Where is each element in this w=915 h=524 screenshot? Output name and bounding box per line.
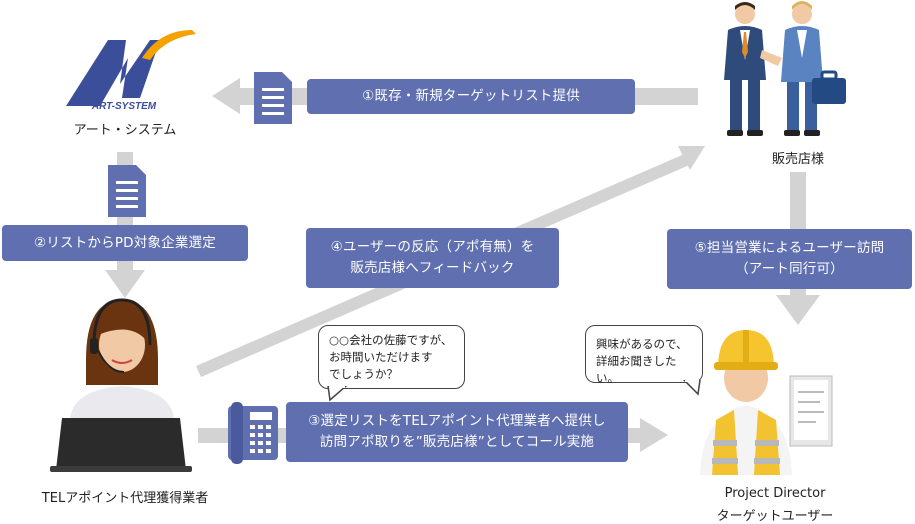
step5-text-line1: ⑤担当営業によるユーザー訪問 bbox=[694, 240, 885, 256]
phone-icon bbox=[228, 402, 278, 464]
caller-bubble-line2: お時間いただけます bbox=[329, 350, 433, 364]
logo-wordmark: ART-SYSTEM bbox=[91, 101, 157, 112]
step3-text-line1: ③選定リストをTELアポイント代理業者へ提供し bbox=[308, 413, 606, 429]
step5-box: ⑤担当営業によるユーザー訪問 （アート同行可） bbox=[667, 229, 912, 289]
target-user-label: ターゲットユーザー bbox=[716, 509, 834, 524]
user-bubble-tail bbox=[682, 380, 701, 396]
step4-text-line2: 販売店様へフィードバック bbox=[350, 260, 515, 276]
caller-bubble-line3: でしょうか？ bbox=[329, 367, 398, 381]
dealer-label: 販売店様 bbox=[771, 152, 824, 167]
step1-box: ①既存・新規ターゲットリスト提供 bbox=[307, 79, 635, 114]
project-director-label: Project Director bbox=[724, 486, 826, 501]
document-icon-top bbox=[254, 72, 292, 124]
document-icon-left bbox=[108, 165, 146, 217]
step5-text-line2: （アート同行可） bbox=[735, 261, 844, 277]
step2-text: ②リストからPD対象企業選定 bbox=[34, 234, 216, 251]
operator-illustration bbox=[50, 298, 192, 472]
art-system-logo: ART-SYSTEM bbox=[66, 30, 196, 112]
step4-box: ④ユーザーの反応（アポ有無）を 販売店様へフィードバック bbox=[306, 228, 559, 288]
step3-box: ③選定リストをTELアポイント代理業者へ提供し 訪問アポ取りを”販売店様”として… bbox=[286, 402, 628, 462]
tel-agency-label: TELアポイント代理獲得業者 bbox=[41, 491, 209, 506]
worker-illustration bbox=[700, 330, 833, 475]
caller-bubble-tail bbox=[327, 386, 348, 402]
user-bubble-line1: 興味があるので、 bbox=[596, 337, 688, 351]
caller-speech-bubble: ○○会社の佐藤ですが、 お時間いただけます でしょうか？ bbox=[318, 325, 465, 389]
step4-text-line1: ④ユーザーの反応（アポ有無）を bbox=[330, 239, 535, 255]
businessmen-illustration bbox=[724, 1, 846, 136]
art-system-label: アート・システム bbox=[73, 123, 177, 138]
user-bubble-line2: 詳細お聞きしたい。 bbox=[596, 354, 677, 385]
step1-text: ①既存・新規ターゲットリスト提供 bbox=[362, 88, 580, 104]
step3-text-line2: 訪問アポ取りを”販売店様”としてコール実施 bbox=[319, 434, 595, 450]
user-speech-bubble: 興味があるので、 詳細お聞きしたい。 bbox=[585, 325, 703, 385]
caller-bubble-line1: ○○会社の佐藤ですが、 bbox=[329, 333, 453, 347]
step2-box: ②リストからPD対象企業選定 bbox=[2, 225, 248, 261]
